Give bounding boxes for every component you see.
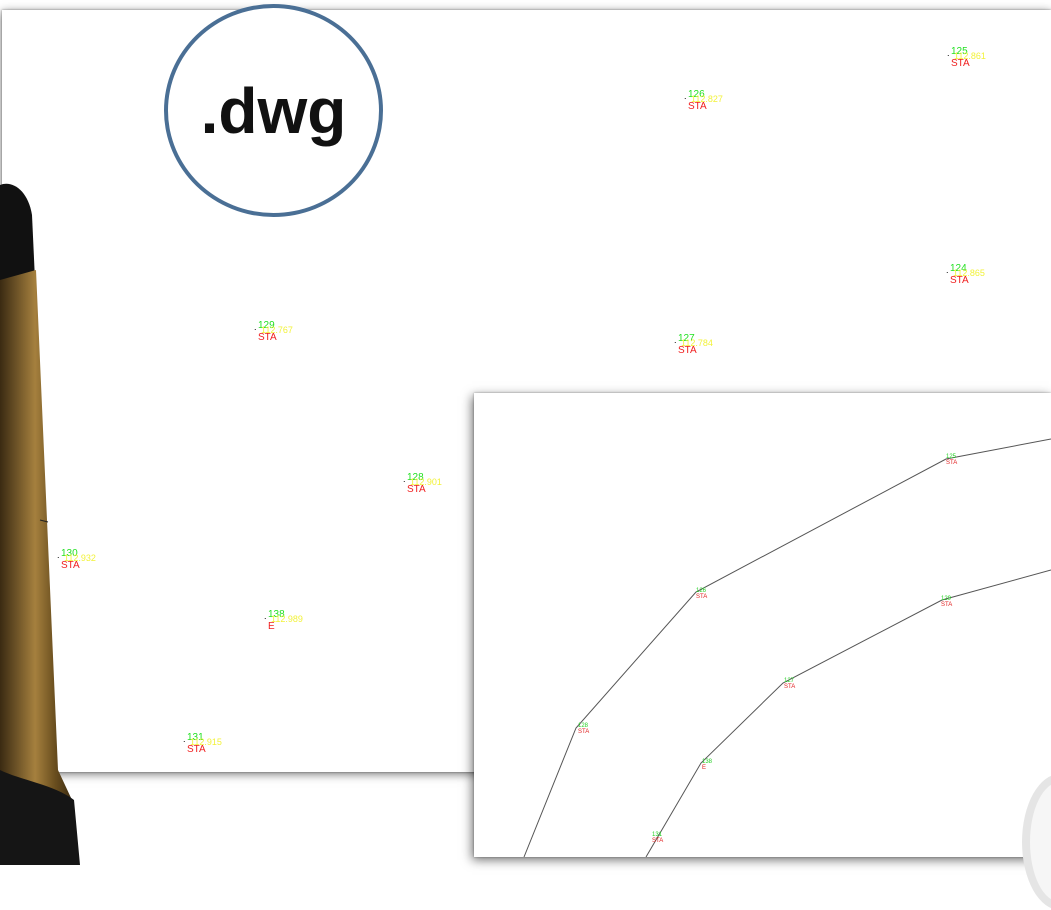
survey-point-small[interactable]: 128 STA (578, 723, 590, 735)
survey-point[interactable]: . 126 112.827 STA (684, 89, 723, 112)
point-code: E (268, 621, 275, 632)
survey-point-small[interactable]: 125 STA (946, 454, 958, 466)
survey-point[interactable]: . 130 112.932 STA (57, 548, 96, 571)
survey-point-small[interactable]: 138 E (702, 759, 713, 771)
point-elevation: 112.784 (681, 338, 713, 348)
survey-point-small[interactable]: 126 STA (696, 588, 708, 600)
point-id: 125 (951, 46, 968, 57)
inner-boundary-line (645, 569, 1051, 857)
point-code: STA (61, 560, 80, 571)
point-id: 124 (950, 263, 967, 274)
point-elevation: 112.901 (410, 477, 442, 487)
point-code: STA (187, 744, 206, 755)
survey-point[interactable]: . 131 112.915 STA (183, 732, 222, 755)
point-id: 129 (258, 320, 275, 331)
survey-point-small[interactable]: 127 STA (784, 678, 796, 690)
polyline-layer (523, 438, 1051, 857)
survey-point[interactable]: . 124 112.865 STA (946, 263, 985, 286)
point-id: 128 (407, 472, 424, 483)
cad-linework-canvas[interactable]: 125 STA 126 STA 129 STA 127 STA 128 STA … (474, 393, 1051, 857)
point-code: STA (258, 332, 277, 343)
point-elevation: 112.989 (271, 614, 303, 624)
point-id: 126 (688, 89, 705, 100)
point-id: 130 (61, 548, 78, 559)
survey-point[interactable]: . 125 112.861 STA (947, 46, 986, 69)
survey-point[interactable]: . 127 112.784 STA (674, 333, 713, 356)
point-id: 131 (187, 732, 204, 743)
point-id: 127 (678, 333, 695, 344)
badge-label: .dwg (200, 74, 347, 147)
point-code: STA (407, 484, 426, 495)
survey-point[interactable]: . 129 112.767 STA (254, 320, 293, 343)
survey-point-small[interactable]: 131 STA (652, 832, 664, 844)
survey-point[interactable]: . 128 112.901 STA (403, 472, 442, 495)
outer-boundary-line (523, 438, 1051, 857)
point-code: STA (951, 58, 970, 69)
point-elevation: 112.767 (261, 325, 293, 335)
survey-rover-pole-icon (0, 183, 80, 865)
point-elevation: 112.915 (190, 737, 222, 747)
point-elevation: 112.827 (691, 94, 723, 104)
point-elevation: 112.861 (954, 51, 986, 61)
point-code: STA (688, 101, 707, 112)
point-code: STA (950, 275, 969, 286)
point-elevation: 112.932 (64, 553, 96, 563)
dwg-file-badge: .dwg (164, 4, 383, 217)
point-code: STA (678, 345, 697, 356)
point-id: 138 (268, 609, 285, 620)
survey-point-small[interactable]: 129 STA (941, 596, 953, 608)
point-elevation: 112.865 (953, 268, 985, 278)
survey-point[interactable]: . 138 112.989 E (264, 609, 303, 632)
